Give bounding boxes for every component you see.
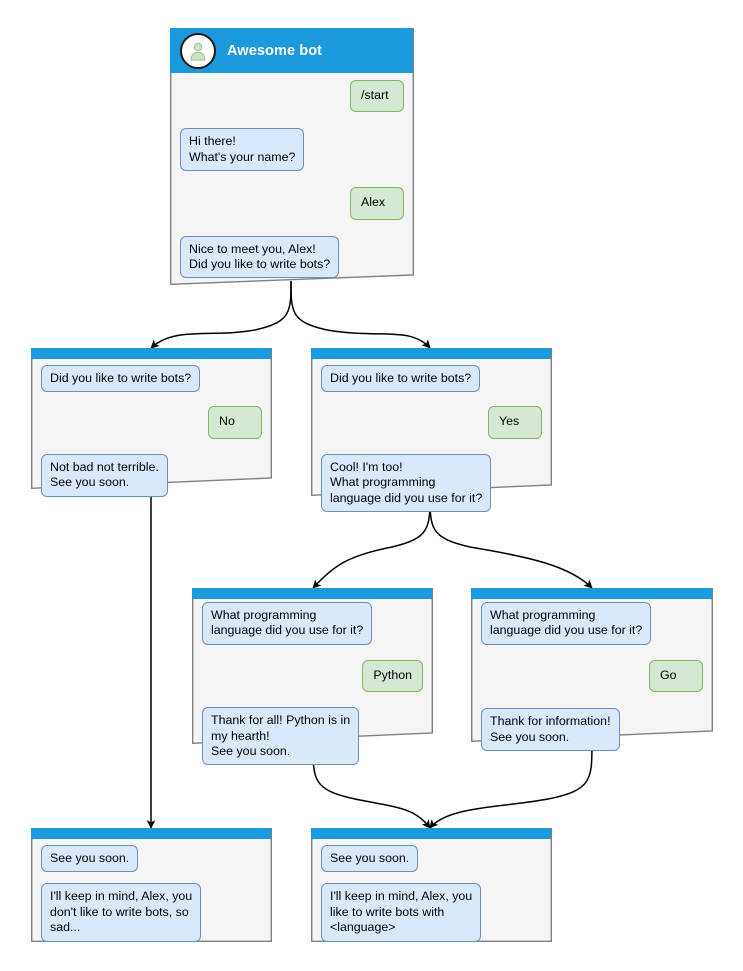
user-message-bubble[interactable]: Python — [362, 659, 423, 693]
message-row: Thank for all! Python is in my hearth! S… — [202, 707, 423, 766]
user-message-bubble[interactable]: Yes — [488, 406, 542, 439]
message-row: See you soon. — [321, 845, 542, 873]
card-end-sad-header — [31, 828, 271, 839]
bot-message-bubble[interactable]: Thank for information! See you soon. — [481, 708, 620, 752]
card-yes-branch[interactable]: Did you like to write bots? Yes Cool! I'… — [311, 348, 552, 513]
user-message-bubble[interactable]: Go — [649, 659, 703, 693]
message-row: I'll keep in mind, Alex, you don't like … — [41, 883, 262, 942]
card-python-branch-messages: What programming language did you use fo… — [192, 602, 433, 766]
card-no-branch[interactable]: Did you like to write bots? No Not bad n… — [31, 348, 272, 497]
edge-root-to-no — [150, 280, 292, 349]
message-row: /start — [180, 80, 404, 113]
bot-message-bubble[interactable]: Nice to meet you, Alex! Did you like to … — [180, 235, 340, 279]
message-row: Alex — [180, 187, 404, 220]
card-no-branch-header — [31, 348, 271, 359]
bot-message-bubble[interactable]: I'll keep in mind, Alex, you don't like … — [41, 883, 202, 942]
message-row: Hi there! What's your name? — [180, 128, 404, 172]
card-root-title: Awesome bot — [227, 42, 323, 59]
card-yes-branch-header — [311, 348, 551, 359]
card-go-branch[interactable]: What programming language did you use fo… — [471, 588, 713, 752]
user-message-bubble[interactable]: No — [208, 406, 262, 439]
card-yes-branch-messages: Did you like to write bots? Yes Cool! I'… — [311, 365, 552, 513]
bot-message-bubble[interactable]: Did you like to write bots? — [321, 365, 481, 393]
card-root-messages: /start Hi there! What's your name? Alex … — [170, 80, 414, 279]
message-row: Go — [481, 659, 703, 693]
card-python-branch[interactable]: What programming language did you use fo… — [192, 588, 433, 766]
message-row: Not bad not terrible. See you soon. — [41, 453, 262, 497]
bot-message-bubble[interactable]: What programming language did you use fo… — [481, 602, 652, 645]
bot-message-bubble[interactable]: Hi there! What's your name? — [180, 128, 305, 172]
card-python-branch-header — [192, 588, 432, 599]
card-end-sad-messages: See you soon. I'll keep in mind, Alex, y… — [31, 845, 272, 942]
bot-message-bubble[interactable]: See you soon. — [321, 845, 419, 873]
bot-message-bubble[interactable]: Cool! I'm too! What programming language… — [321, 453, 492, 513]
message-row: See you soon. — [41, 845, 262, 873]
bot-message-bubble[interactable]: See you soon. — [41, 845, 139, 873]
person-avatar-icon — [180, 32, 216, 69]
edge-go-to-end-happy — [429, 741, 593, 829]
user-message-bubble[interactable]: /start — [350, 80, 404, 113]
card-go-branch-header — [471, 588, 712, 599]
card-no-branch-messages: Did you like to write bots? No Not bad n… — [31, 365, 272, 497]
message-row: Yes — [321, 406, 542, 439]
edge-root-to-yes — [290, 280, 431, 349]
bot-message-bubble[interactable]: What programming language did you use fo… — [202, 602, 373, 645]
message-row: Did you like to write bots? — [41, 365, 262, 393]
message-row: Nice to meet you, Alex! Did you like to … — [180, 235, 404, 279]
bot-message-bubble[interactable]: I'll keep in mind, Alex, you like to wri… — [321, 883, 482, 942]
message-row: What programming language did you use fo… — [202, 602, 423, 645]
card-end-happy[interactable]: See you soon. I'll keep in mind, Alex, y… — [311, 828, 552, 942]
card-go-branch-messages: What programming language did you use fo… — [471, 602, 713, 752]
message-row: Cool! I'm too! What programming language… — [321, 453, 542, 513]
card-root[interactable]: Awesome bot /start Hi there! What's your… — [170, 28, 414, 285]
message-row: Thank for information! See you soon. — [481, 708, 703, 752]
message-row: Python — [202, 659, 423, 693]
bot-message-bubble[interactable]: Did you like to write bots? — [41, 365, 201, 393]
card-end-happy-messages: See you soon. I'll keep in mind, Alex, y… — [311, 845, 552, 942]
message-row: I'll keep in mind, Alex, you like to wri… — [321, 883, 542, 942]
message-row: No — [41, 406, 262, 439]
message-row: What programming language did you use fo… — [481, 602, 703, 645]
card-end-happy-header — [311, 828, 551, 839]
bot-message-bubble[interactable]: Not bad not terrible. See you soon. — [41, 453, 168, 497]
message-row: Did you like to write bots? — [321, 365, 542, 393]
card-root-header: Awesome bot — [170, 28, 413, 73]
card-end-sad[interactable]: See you soon. I'll keep in mind, Alex, y… — [31, 828, 272, 942]
user-message-bubble[interactable]: Alex — [350, 187, 404, 220]
bot-message-bubble[interactable]: Thank for all! Python is in my hearth! S… — [202, 707, 360, 766]
